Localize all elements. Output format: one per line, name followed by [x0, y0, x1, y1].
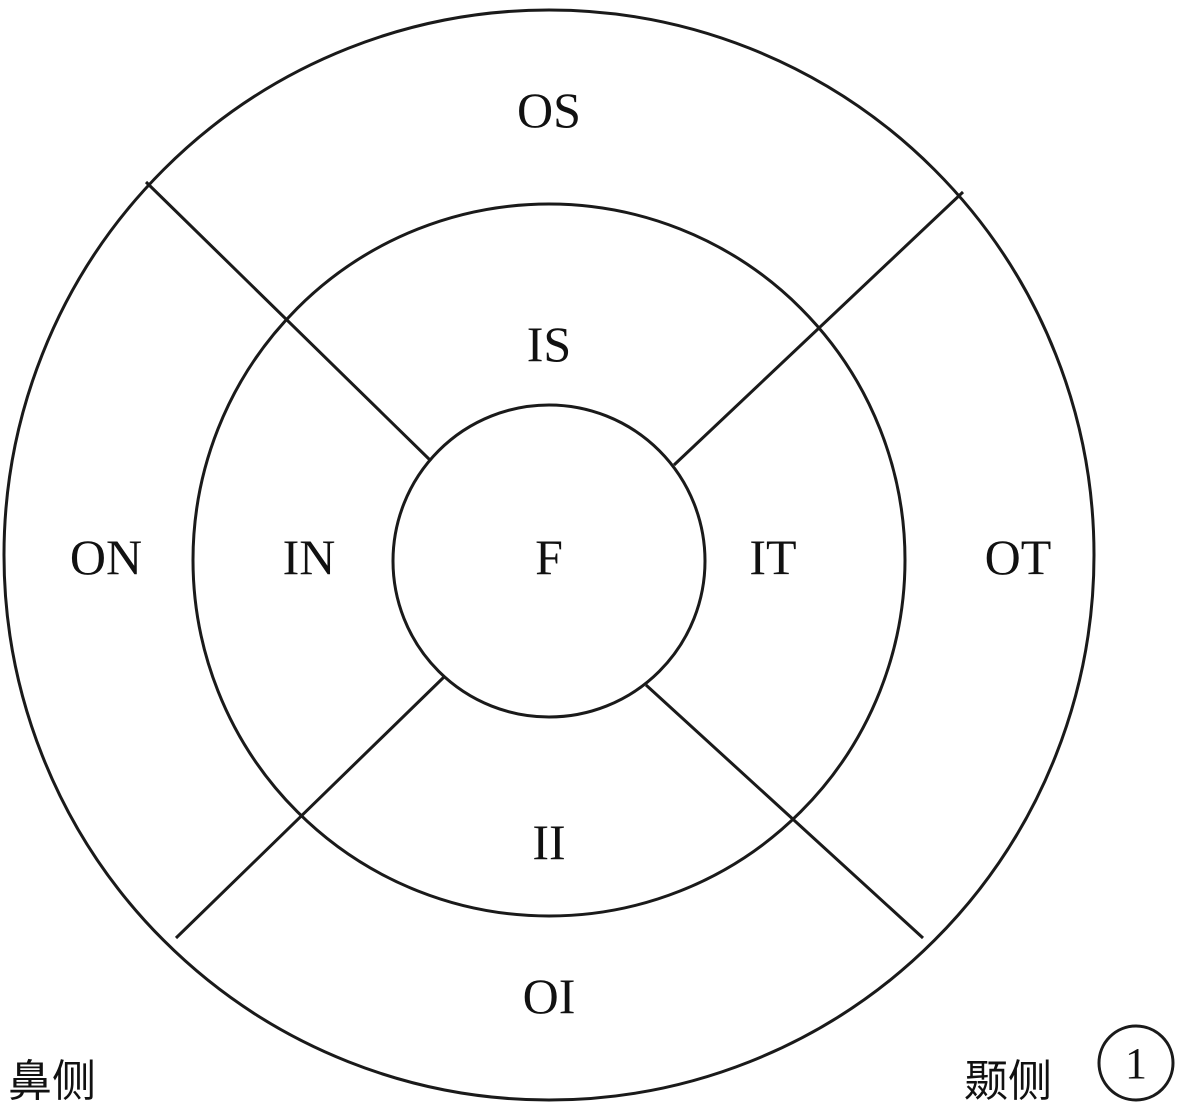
label-inner-temporal: IT	[749, 529, 796, 585]
divider-lower-right	[644, 683, 925, 940]
figure-number: 1	[1125, 1039, 1147, 1088]
label-fovea: F	[535, 529, 563, 585]
figure-number-circle	[1097, 1024, 1175, 1102]
label-inner-superior: IS	[527, 316, 571, 372]
label-nasal-side: 鼻侧	[8, 1056, 96, 1107]
outer-ring	[2, 8, 1096, 1102]
divider-lower-left	[174, 675, 446, 940]
label-outer-nasal: ON	[70, 529, 142, 585]
label-inner-inferior: II	[532, 814, 565, 870]
divider-upper-right	[672, 190, 965, 467]
label-inner-nasal: IN	[283, 529, 336, 585]
label-outer-temporal: OT	[985, 529, 1052, 585]
label-temporal-side: 颞侧	[964, 1056, 1052, 1107]
label-outer-inferior: OI	[523, 968, 576, 1024]
label-outer-superior: OS	[517, 82, 581, 138]
fovea-ring	[391, 403, 707, 719]
inner-ring	[191, 202, 907, 918]
divider-upper-left	[144, 180, 433, 463]
